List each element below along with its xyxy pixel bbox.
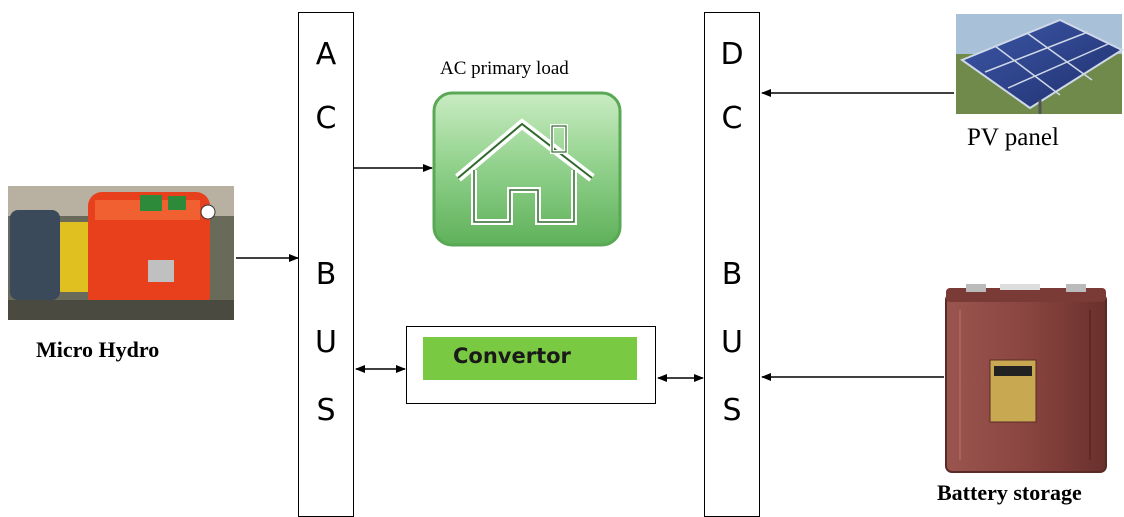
ac-bus-letter: U (315, 325, 337, 360)
battery-image (945, 284, 1107, 473)
ac-load-label: AC primary load (440, 58, 569, 79)
converter-label: Convertor (423, 337, 637, 380)
dc-bus-letter: B (721, 257, 743, 292)
pv-panel-image (956, 14, 1124, 114)
dc-bus-letter: U (721, 325, 743, 360)
ac-bus-letter: A (315, 37, 337, 72)
ac-bus-letter: S (316, 393, 336, 428)
micro-hydro-label: Micro Hydro (36, 337, 160, 362)
ac-bus-letter: C (315, 101, 337, 136)
pv-panel-label: PV panel (967, 124, 1059, 151)
ac-bus-letter: B (315, 257, 337, 292)
battery-storage-label: Battery storage (937, 480, 1082, 505)
converter-box: Convertor (406, 326, 656, 404)
house-icon (432, 91, 622, 247)
connection-arrows (236, 89, 954, 382)
dc-bus-letter: D (720, 37, 744, 72)
dc-bus-letter: C (721, 101, 743, 136)
dc-bus: D C B U S (704, 12, 760, 517)
micro-hydro-image (8, 186, 234, 320)
dc-bus-letter: S (722, 393, 742, 428)
ac-bus: A C B U S (298, 12, 354, 517)
